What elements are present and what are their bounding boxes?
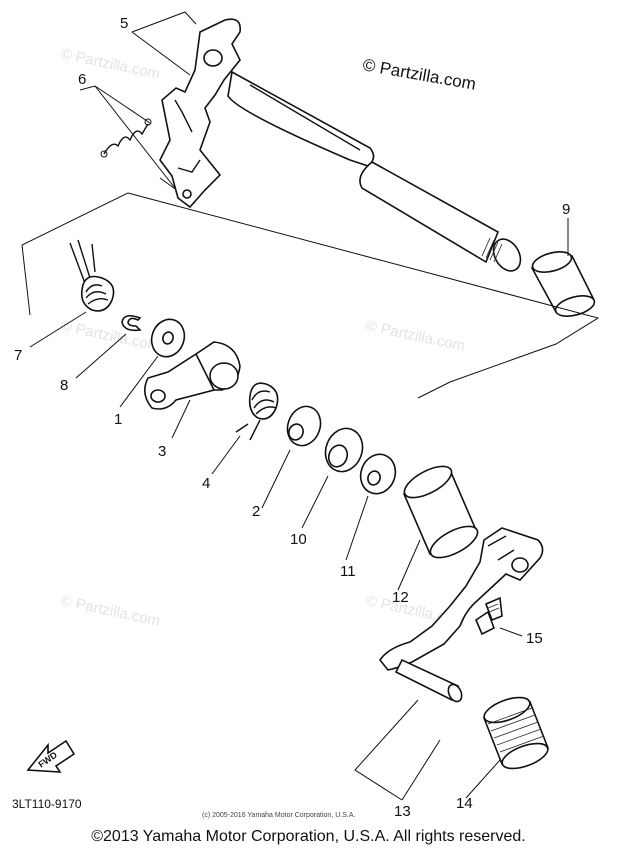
small-copyright: (c) 2005-2016 Yamaha Motor Corporation, …	[202, 812, 355, 819]
diagram-code: 3LT110-9170	[12, 797, 82, 811]
callout-10: 10	[290, 531, 307, 548]
callout-9: 9	[562, 201, 570, 218]
callout-14: 14	[456, 795, 473, 812]
callout-6: 6	[78, 71, 86, 88]
callout-12: 12	[392, 589, 409, 606]
callout-1: 1	[114, 411, 122, 428]
top-copyright: © Partzilla.com	[361, 55, 477, 94]
watermark: © Partzilla.com	[59, 317, 161, 355]
middle-assembly: 7 8 1 3 4 2 10 11	[14, 239, 397, 580]
callout-3: 3	[158, 443, 166, 460]
callout-7: 7	[14, 347, 22, 364]
footer-copyright: ©2013 Yamaha Motor Corporation, U.S.A. A…	[91, 828, 526, 845]
shift-shaft-group: 5 6 9	[78, 11, 596, 317]
lower-assembly: 12 15 13 14	[354, 465, 550, 820]
callout-8: 8	[60, 377, 68, 394]
watermark: © Partzilla.com	[59, 592, 161, 630]
callout-11: 11	[340, 563, 356, 580]
callout-15: 15	[526, 630, 543, 647]
callout-13: 13	[394, 803, 411, 820]
watermark: © Partzilla.com	[364, 317, 466, 355]
callout-5: 5	[120, 15, 128, 32]
forward-arrow: FWD	[26, 739, 76, 773]
watermarks: © Partzilla.com © Partzilla.com © Partzi…	[59, 45, 466, 630]
callout-4: 4	[202, 475, 210, 492]
watermark: © Partzilla.com	[59, 45, 161, 83]
callout-2: 2	[252, 503, 260, 520]
assembly-bracket	[21, 192, 129, 316]
